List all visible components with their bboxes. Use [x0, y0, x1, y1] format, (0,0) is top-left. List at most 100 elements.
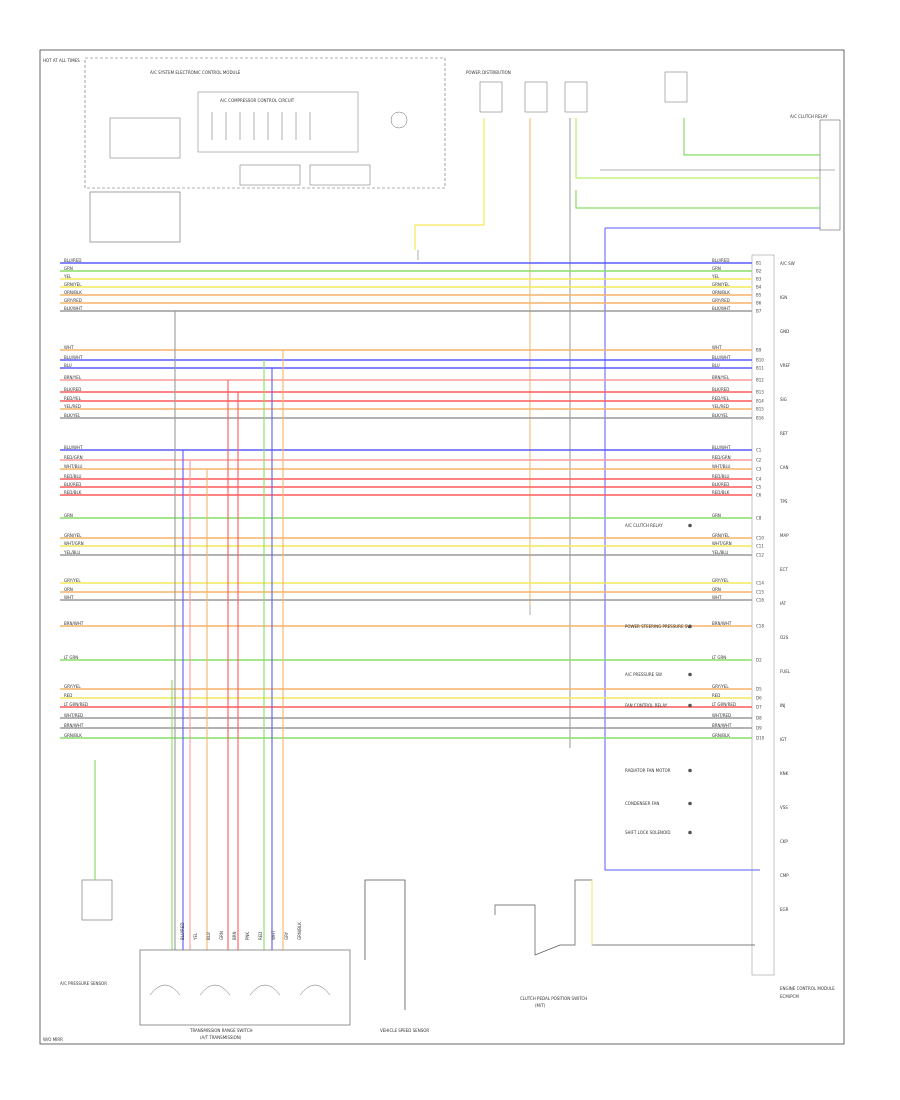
wire-label-left: GRN/YEL	[64, 533, 82, 538]
side-device-label: A/C PRESSURE SW	[625, 672, 662, 677]
bottom-pin-label: GRN	[219, 931, 224, 940]
ecm-terminal-label: ECT	[780, 567, 788, 572]
wire-label-left: RED	[64, 693, 72, 698]
trans-switch-sub: (A/T TRANSMISSION)	[200, 1035, 242, 1040]
wire-label-right: BLK/RED	[712, 387, 729, 392]
ecm-terminal-label: SIG	[780, 397, 787, 402]
side-device-node	[688, 523, 692, 528]
device-layer: A/C CLUTCH RELAY POWER STEERING PRESSURE …	[625, 523, 692, 835]
side-device-label: A/C CLUTCH RELAY	[625, 523, 663, 528]
vss-label: VEHICLE SPEED SENSOR	[380, 1028, 429, 1033]
bottom-pin-label: YEL	[193, 932, 198, 941]
wire-pin: B3	[756, 277, 762, 282]
wire-pin: D8	[756, 716, 762, 721]
feed-lime	[575, 118, 820, 179]
ecm-terminal-label: INJ	[780, 703, 785, 708]
ecm-label: ENGINE CONTROL MODULE	[780, 986, 835, 991]
bottom-pin-label: RED	[258, 932, 263, 940]
wire-label-left: GRN	[64, 266, 73, 271]
wire-label-left: ORN	[64, 587, 73, 592]
wire-pin: C15	[756, 590, 764, 595]
wire-pin: C2	[756, 458, 762, 463]
wire-pin: C8	[756, 516, 762, 521]
wire-pin: C12	[756, 553, 764, 558]
ecm-connector	[751, 254, 775, 976]
wire-pin: B15	[756, 407, 764, 412]
wire-label-right: RED/BLK	[712, 490, 730, 495]
side-device-node	[688, 768, 692, 773]
wire-pin: C3	[756, 467, 762, 472]
wire-label-right: BLK/YEL	[712, 413, 729, 418]
wire-label-right: YEL/BLU	[711, 550, 728, 555]
wire-label-left: GRY/YEL	[64, 684, 81, 689]
top-module-box	[84, 57, 446, 189]
wire-label-left: BLU/WHT	[64, 355, 83, 360]
wire-label-right: BRN/WHT	[712, 723, 732, 728]
wire-label-left: BRN/YEL	[64, 375, 82, 380]
wire-label-left: BLU/WHT	[64, 445, 83, 450]
wire-pin: C18	[756, 624, 764, 629]
wire-label-right: WHT	[712, 595, 722, 600]
wire-pin: B7	[756, 309, 762, 314]
wire-label-left: GRN/YEL	[64, 282, 82, 287]
top-sub-box	[197, 91, 359, 153]
wire-pin: D7	[756, 705, 762, 710]
wire-label-left: BLK/RED	[64, 387, 81, 392]
wire-pin: D9	[756, 726, 762, 731]
wire-label-right: BLU/WHT	[712, 445, 731, 450]
wire-label-left: WHT/GRN	[64, 541, 84, 546]
wire-label-right: RED/BLU	[712, 474, 730, 479]
wire-label-left: WHT/BLU	[64, 464, 83, 469]
trans-switch-contacts	[149, 984, 331, 996]
feed-blue-vert	[604, 228, 760, 871]
wire-label-left: BLU/RED	[64, 258, 81, 263]
trans-range-switch-box	[139, 949, 351, 1026]
diagram-frame	[39, 49, 845, 1045]
bottom-pin-label: GRY	[284, 931, 289, 940]
wire-label-right: BLK/WHT	[712, 306, 731, 311]
wire-label-right: GRN/BLK	[712, 733, 730, 738]
wire-label-right: YEL/RED	[711, 404, 729, 409]
wire-label-right: GRN	[712, 266, 721, 271]
feed-green	[683, 118, 820, 156]
ecm-terminal-label: CMP	[780, 873, 789, 878]
side-device-label: SHIFT LOCK SOLENOID	[625, 830, 670, 835]
wire-pin: D6	[756, 696, 762, 701]
ecm-terminal-label: IGN	[780, 295, 787, 300]
wire-label-left: WHT/RED	[64, 713, 83, 718]
wire-pin: D5	[756, 687, 762, 692]
fuse-box-left	[89, 191, 181, 243]
wire-label-right: WHT/RED	[712, 713, 731, 718]
wire-pin: C4	[756, 477, 762, 482]
trans-switch-label: TRANSMISSION RANGE SWITCH	[189, 1028, 253, 1033]
power-dist-fuses	[479, 71, 835, 171]
side-device-node	[688, 830, 692, 835]
wire-label-right: BLU/RED	[712, 258, 729, 263]
wire-label-right: WHT/GRN	[712, 541, 732, 546]
ecm-terminal-label: RET	[780, 431, 788, 436]
ecm-terminal-label: A/C SW	[780, 261, 795, 266]
ecm-terminal-label: FUEL	[780, 669, 791, 674]
wire-pin: B13	[756, 390, 764, 395]
side-device-node	[688, 672, 692, 677]
wire-pin: B12	[756, 378, 764, 383]
side-device-node	[688, 624, 692, 629]
bottom-pin-label: BLU	[206, 932, 211, 940]
vss-wire	[364, 879, 406, 1010]
wire-pin: B14	[756, 399, 764, 404]
top-module-title: A/C SYSTEM ELECTRONIC CONTROL MODULE	[150, 70, 241, 75]
wire-label-left: YEL/BLU	[63, 550, 80, 555]
ecm-bottom-label: ECM/PCM	[780, 994, 799, 999]
feed-green2	[575, 190, 820, 209]
corner-label-top: HOT AT ALL TIMES	[43, 58, 80, 63]
wire-pin: C1	[756, 448, 762, 453]
relay-right-label: A/C CLUTCH RELAY	[790, 114, 828, 119]
power-dist-label: POWER DISTRIBUTION	[466, 70, 511, 75]
wire-label-right: ORN	[712, 587, 721, 592]
ecm-terminal-label: CAN	[780, 465, 789, 470]
right-label-layer: A/C SWIGNGNDVREFSIGRETCANTPSMAPECTIATO2S…	[779, 261, 795, 912]
wire-label-right: BRN/YEL	[712, 375, 730, 380]
side-device-label: POWER STEERING PRESSURE SW	[625, 624, 691, 629]
